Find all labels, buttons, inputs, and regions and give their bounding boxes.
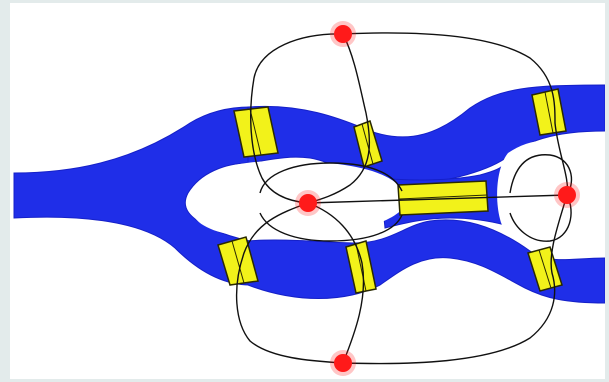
bridges-diagram xyxy=(10,3,605,379)
diagram-canvas xyxy=(10,3,605,379)
node-south xyxy=(334,354,352,372)
node-center xyxy=(299,194,317,212)
node-east xyxy=(558,186,576,204)
node-north xyxy=(334,25,352,43)
